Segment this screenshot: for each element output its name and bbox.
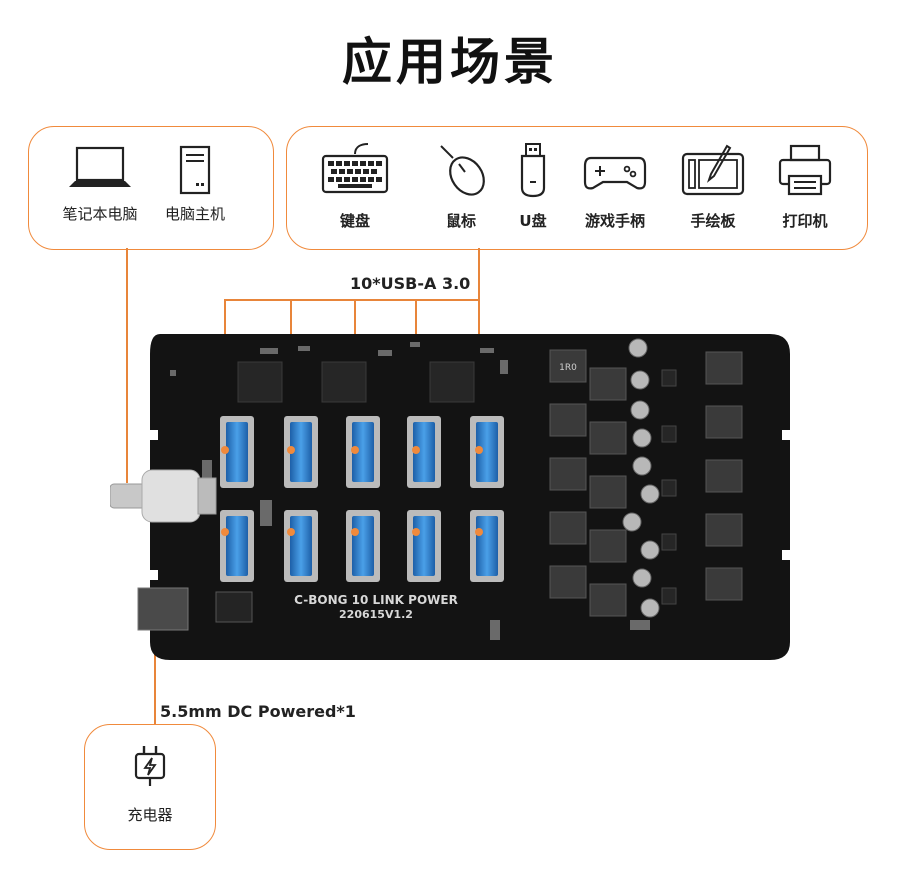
inductor-marking: 1R0 [559,363,577,373]
page-title: 应用场景 [342,33,558,91]
connector-line [478,248,480,300]
usb-cable-plug [109,469,217,523]
peripherals-panel [286,126,868,250]
peripheral-printer: 打印机 [760,140,850,231]
printer-icon [778,144,832,196]
board-silkscreen-line1: C-BONG 10 LINK POWER [294,593,458,607]
usb-callout: 10*USB-A 3.0 [350,274,471,293]
mouse-icon [440,145,485,196]
keyboard-icon [321,143,389,194]
connector-line [154,620,156,724]
usb-drive-icon [520,143,546,198]
peripheral-gamepad: 游戏手柄 [570,140,660,231]
laptop-icon [69,146,131,187]
peripheral-mouse: 鼠标 [418,140,504,231]
host-devices-panel [28,126,274,250]
peripheral-drawing-tablet: 手绘板 [668,140,758,231]
connector-line [126,248,128,483]
charger-icon [134,746,166,786]
board-silkscreen-line2: 220615V1.2 [339,608,413,621]
connector-line [224,299,480,301]
host-device-desktop: 电脑主机 [150,145,240,224]
charger-panel [84,724,216,850]
peripheral-keyboard: 键盘 [312,140,398,231]
dc-callout: 5.5mm DC Powered*1 [160,702,356,721]
usb-ports [220,416,504,582]
charger-item: 充电器 [95,744,205,825]
drawing-tablet-icon [681,144,745,196]
usb-hub-board: C-BONG 10 LINK POWER 220615V1.2 1R0 [109,330,800,674]
gamepad-icon [583,156,647,190]
peripheral-usb-drive: U盘 [490,140,576,231]
host-device-laptop: 笔记本电脑 [55,145,145,224]
desktop-tower-icon [179,145,211,195]
